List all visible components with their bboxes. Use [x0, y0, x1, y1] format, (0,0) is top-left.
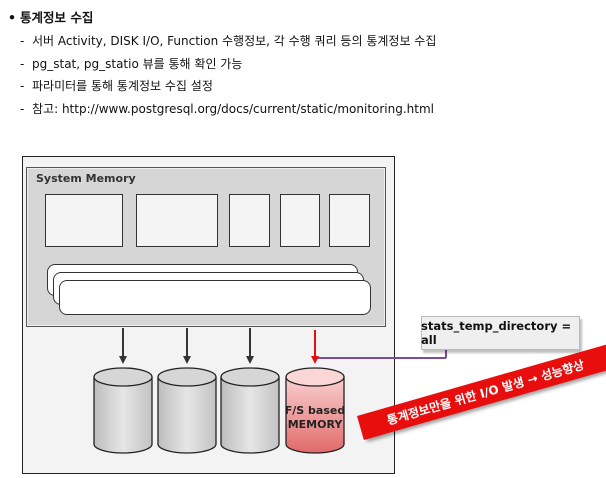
- list-item: -서버 Activity, DISK I/O, Function 수행정보, 각…: [20, 34, 437, 48]
- memory-buffer: [329, 194, 370, 247]
- stats-connector-line: [315, 357, 446, 359]
- disk-cylinder: [220, 367, 280, 454]
- bullet-dot: •: [8, 10, 16, 25]
- stats-param-text: stats_temp_directory = all: [421, 319, 572, 347]
- memory-buffer: [45, 194, 123, 247]
- stacked-card-front: [59, 280, 371, 315]
- disk-cylinder: [157, 367, 217, 454]
- system-memory-label: System Memory: [36, 172, 136, 185]
- fs-memory-label-line2: MEMORY: [288, 418, 344, 431]
- fs-memory-label-line1: F/S based: [285, 404, 345, 417]
- memory-buffer: [136, 194, 218, 247]
- list-item: -파라미터를 통해 통계정보 수집 설정: [20, 79, 213, 93]
- memory-buffer: [229, 194, 270, 247]
- fs-memory-cylinder: F/S based MEMORY: [285, 367, 345, 454]
- section-title-text: 통계정보 수집: [20, 10, 94, 25]
- memory-buffer: [280, 194, 320, 247]
- list-item: -참고: http://www.postgresql.org/docs/curr…: [20, 101, 435, 116]
- bullet-list: -서버 Activity, DISK I/O, Function 수행정보, 각…: [20, 30, 436, 120]
- section-title: • 통계정보 수집: [8, 7, 93, 26]
- disk-cylinder: [93, 367, 153, 454]
- stats-param-box: [421, 316, 580, 350]
- stats-connector-line: [445, 349, 447, 358]
- list-item: -pg_stat, pg_statio 뷰를 통해 확인 가능: [20, 56, 243, 71]
